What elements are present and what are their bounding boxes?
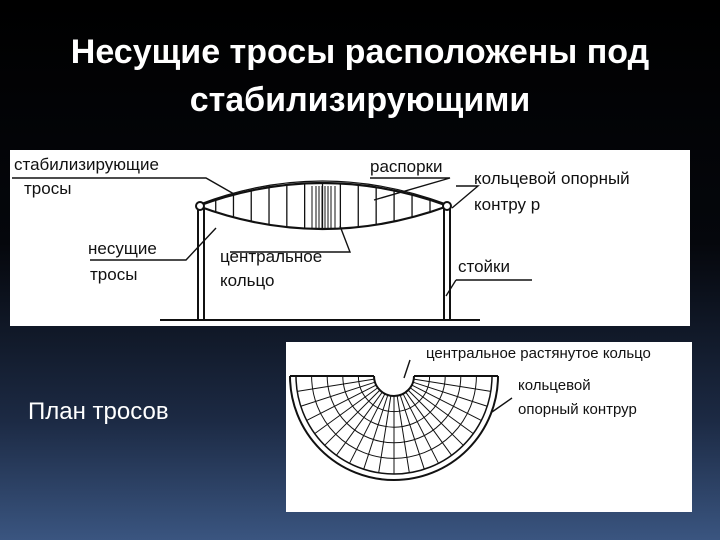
label-plan-ring-1: кольцевой [518, 377, 591, 394]
radial-cable [363, 394, 389, 470]
label-central-2: кольцо [220, 271, 275, 290]
outer-ring-contour [289, 375, 499, 481]
section-drawing: стабилизирующие тросы несущие тросы цент… [12, 155, 630, 321]
label-plan-ring-2: опорный контрур [518, 401, 637, 418]
label-ring-1: кольцевой опорный [474, 169, 630, 188]
radial-cable [396, 395, 410, 473]
plan-grid [289, 375, 499, 481]
slide-title-line-1: Несущие тросы расположены под [70, 33, 650, 71]
left-ring-node [195, 201, 205, 211]
leader-struts [370, 177, 451, 201]
label-posts: стойки [458, 257, 510, 276]
section-diagram: стабилизирующие тросы несущие тросы цент… [10, 150, 690, 326]
plan-caption: План тросов [28, 398, 169, 425]
leader-plan-ring [491, 397, 513, 413]
radial-cable [300, 381, 376, 407]
label-stab-1: стабилизирующие [14, 155, 159, 174]
radial-cable [413, 378, 491, 392]
radial-cable [409, 387, 474, 435]
radial-cable [411, 384, 482, 421]
label-stab-2: тросы [24, 179, 71, 198]
slide-title-line-2: стабилизирующими [189, 81, 531, 119]
radial-cable [378, 395, 392, 473]
label-struts: распорки [370, 157, 442, 176]
leader-ring [451, 185, 480, 209]
radial-cable [412, 381, 488, 407]
radial-cable [405, 391, 453, 456]
central-ring [311, 186, 336, 228]
label-central-1: центральное [220, 247, 322, 266]
radial-cable [335, 391, 383, 456]
leader-nes [90, 227, 217, 261]
radial-cable [306, 384, 377, 421]
radial-cable [314, 387, 379, 435]
right-ring-node [442, 201, 452, 211]
radial-cable [349, 393, 386, 464]
plan-diagram: центральное растянутое кольцо кольцевой … [286, 342, 692, 512]
leader-posts-arrow [445, 279, 457, 297]
radial-cable [399, 394, 425, 470]
central-ring-arc [373, 375, 415, 397]
radial-cable [297, 378, 375, 392]
leader-stab [12, 177, 235, 195]
stabilizing-cable-upper [199, 180, 447, 205]
label-central-ring: центральное растянутое кольцо [426, 345, 651, 362]
radial-cable [324, 389, 381, 446]
radial-cable [407, 389, 464, 446]
label-nes-2: тросы [90, 265, 137, 284]
label-nes-1: несущие [88, 239, 157, 258]
struts-group [215, 183, 431, 229]
label-ring-2: контру р [474, 195, 540, 214]
radial-cable [402, 393, 439, 464]
plan-drawing: центральное растянутое кольцо кольцевой … [289, 345, 651, 481]
leader-central-ring [403, 359, 411, 379]
leader-central [230, 225, 352, 253]
